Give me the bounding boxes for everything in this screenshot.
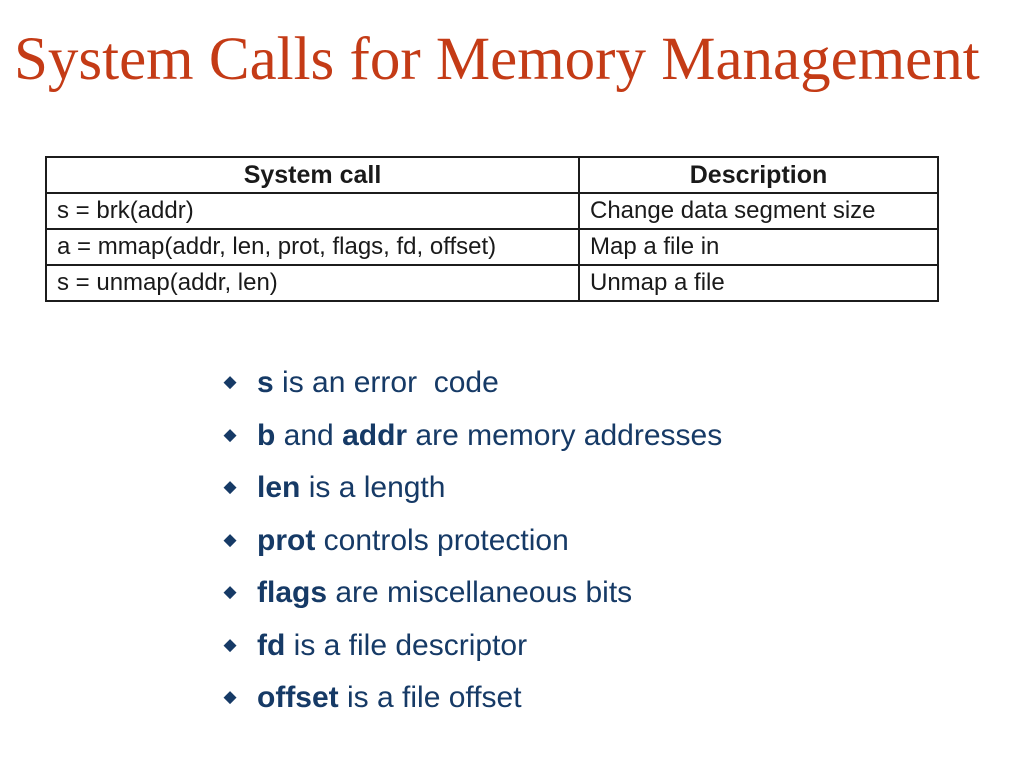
bullet-text: fd is a file descriptor bbox=[257, 628, 528, 662]
bullet-item: ◆ b and addr are memory addresses bbox=[222, 410, 722, 463]
description-cell: Unmap a file bbox=[578, 264, 939, 302]
table-row: s = unmap(addr, len) Unmap a file bbox=[45, 264, 939, 302]
diamond-bullet-icon: ◆ bbox=[223, 372, 237, 392]
diamond-bullet-icon: ◆ bbox=[223, 582, 237, 602]
syscall-cell: a = mmap(addr, len, prot, flags, fd, off… bbox=[45, 228, 580, 266]
syscalls-table: System call Description s = brk(addr) Ch… bbox=[45, 156, 939, 302]
bullet-item: ◆ s is an error code bbox=[222, 357, 722, 410]
bullet-text: s is an error code bbox=[257, 366, 499, 400]
column-header-description: Description bbox=[578, 156, 939, 194]
description-cell: Change data segment size bbox=[578, 192, 939, 230]
bullet-text: flags are miscellaneous bits bbox=[257, 576, 633, 610]
bullet-item: ◆ prot controls protection bbox=[222, 515, 722, 568]
column-header-system-call: System call bbox=[45, 156, 580, 194]
slide-title: System Calls for Memory Management bbox=[14, 26, 980, 93]
bullet-item: ◆ offset is a file offset bbox=[222, 672, 722, 725]
bullet-list: ◆ s is an error code ◆ b and addr are me… bbox=[222, 357, 722, 725]
bullet-text: b and addr are memory addresses bbox=[257, 418, 723, 452]
table-header-row: System call Description bbox=[45, 156, 939, 194]
bullet-text: prot controls protection bbox=[257, 523, 569, 557]
diamond-bullet-icon: ◆ bbox=[223, 529, 237, 549]
bullet-text: offset is a file offset bbox=[257, 681, 522, 715]
diamond-bullet-icon: ◆ bbox=[223, 424, 237, 444]
bullet-item: ◆ len is a length bbox=[222, 462, 722, 515]
diamond-bullet-icon: ◆ bbox=[223, 634, 237, 654]
bullet-item: ◆ fd is a file descriptor bbox=[222, 620, 722, 673]
diamond-bullet-icon: ◆ bbox=[223, 687, 237, 707]
bullet-text: len is a length bbox=[257, 471, 446, 505]
diamond-bullet-icon: ◆ bbox=[223, 477, 237, 497]
syscall-cell: s = brk(addr) bbox=[45, 192, 580, 230]
syscall-cell: s = unmap(addr, len) bbox=[45, 264, 580, 302]
table-row: a = mmap(addr, len, prot, flags, fd, off… bbox=[45, 228, 939, 266]
table-row: s = brk(addr) Change data segment size bbox=[45, 192, 939, 230]
bullet-item: ◆ flags are miscellaneous bits bbox=[222, 567, 722, 620]
description-cell: Map a file in bbox=[578, 228, 939, 266]
